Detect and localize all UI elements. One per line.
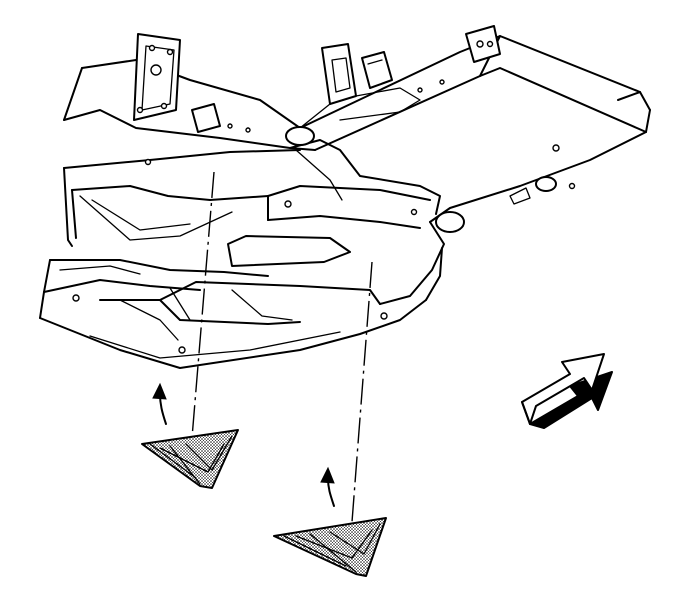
center-crossmember [267,126,465,305]
shield-panel-left [141,429,239,489]
install-arrow-up-right [320,466,335,507]
right-guide-line [351,261,373,523]
lower-crossmember [99,235,388,354]
shield-panel-right [273,517,387,577]
right-frame-rail [299,25,651,223]
installation-guide-lines [191,171,373,523]
left-guide-line [191,171,215,439]
center-upper-bracket [299,43,421,129]
vehicle-front-direction-arrow [521,353,613,429]
left-under-structure [43,167,269,302]
install-arrow-up-left [152,382,167,425]
frame-rail-assembly [39,25,651,369]
lower-frame-edge [39,247,443,369]
left-frame-rail [63,33,316,169]
